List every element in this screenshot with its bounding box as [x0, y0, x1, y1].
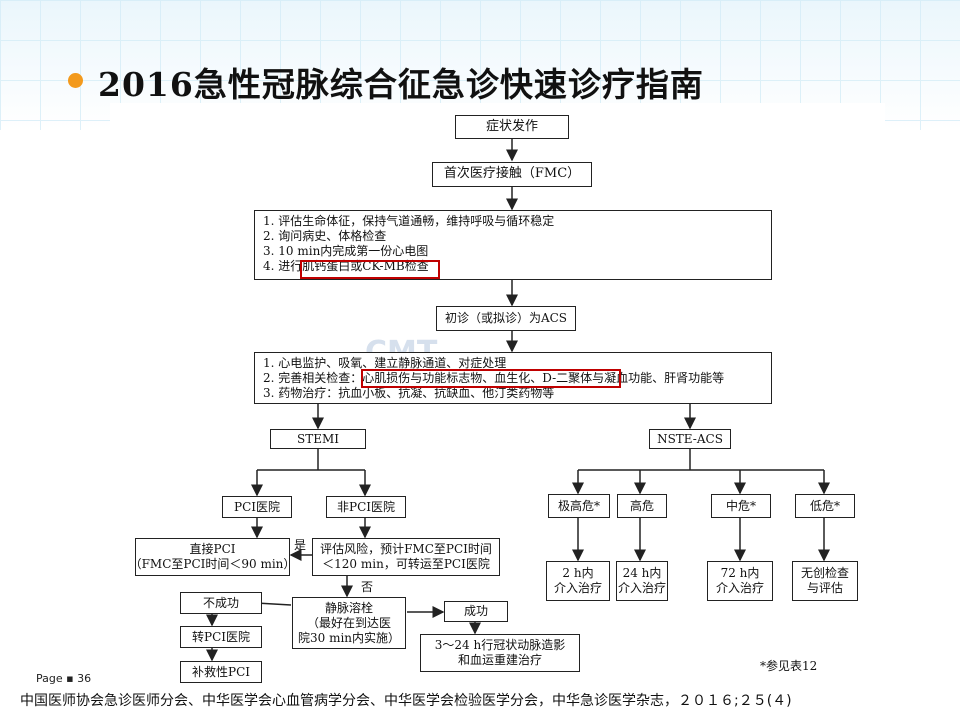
assess-step-1: 1. 评估生命体征，保持气道通畅，维持呼吸与循环稳定 — [263, 214, 555, 228]
non-pci-hospital-box: 非PCI医院 — [326, 496, 406, 518]
action-high-box: 24 h内 介入治疗 — [616, 561, 668, 601]
risk-low-box: 低危* — [795, 494, 855, 518]
action-very-high-box: 2 h内 介入治疗 — [546, 561, 610, 601]
direct-pci-box: 直接PCI （FMC至PCI时间＜90 min） — [130, 538, 295, 576]
rescue-pci-box: 补救性PCI — [180, 661, 262, 683]
onset-box: 症状发作 — [455, 115, 569, 139]
late-angiography-line-1: 3～24 h行冠状动脉造影 — [434, 638, 566, 652]
highlight-frame-troponin — [300, 260, 440, 279]
manage-step-1: 1. 心电监护、吸氧、建立静脉通道、对症处理 — [263, 356, 507, 370]
risk-evaluation-line-1: 评估风险，预计FMC至PCI时间 — [320, 542, 492, 556]
late-angiography-line-2: 和血运重建治疗 — [457, 653, 542, 667]
bullet-dot-icon — [68, 73, 83, 88]
risk-medium-box: 中危* — [711, 494, 771, 518]
no-label: 否 — [361, 580, 374, 594]
management-box: 1. 心电监护、吸氧、建立静脉通道、对症处理 2. 完善相关检查：心肌损伤与功能… — [254, 352, 772, 404]
thrombolysis-note-1: （最好在到达医 — [306, 615, 391, 630]
risk-evaluation-line-2: ＜120 min，可转运至PCI医院 — [322, 557, 490, 571]
source-citation: 中国医师协会急诊医师分会、中华医学会心血管病学分会、中华医学会检验医学分会，中华… — [20, 693, 792, 709]
action-low-line-2: 与评估 — [806, 581, 843, 595]
action-low-box: 无创检查 与评估 — [792, 561, 858, 601]
fmc-box: 首次医疗接触（FMC） — [432, 162, 592, 187]
failure-box: 不成功 — [180, 592, 262, 614]
initial-assessment-box: 1. 评估生命体征，保持气道通畅，维持呼吸与循环稳定 2. 询问病史、体格检查 … — [254, 210, 772, 280]
assess-step-3: 3. 10 min内完成第一份心电图 — [263, 244, 429, 258]
highlight-frame-markers — [361, 369, 621, 388]
risk-evaluation-box: 评估风险，预计FMC至PCI时间 ＜120 min，可转运至PCI医院 — [312, 538, 500, 576]
late-angiography-box: 3～24 h行冠状动脉造影 和血运重建治疗 — [420, 634, 580, 672]
action-medium-time: 72 h内 — [720, 566, 760, 580]
thrombolysis-note-2: 院30 min内实施） — [297, 630, 401, 645]
table-footnote: *参见表12 — [760, 659, 818, 673]
action-high-time: 24 h内 — [622, 566, 662, 580]
manage-step-2: 2. 完善相关检查：心肌损伤与功能标志物、血生化、D-二聚体与凝血功能、肝肾功能… — [263, 371, 725, 385]
direct-pci-title: 直接PCI — [189, 542, 236, 556]
action-high-text: 介入治疗 — [617, 581, 666, 595]
nste-acs-box: NSTE-ACS — [649, 429, 731, 449]
assess-step-2: 2. 询问病史、体格检查 — [263, 229, 387, 243]
thrombolysis-title: 静脉溶栓 — [324, 600, 373, 615]
manage-step-3: 3. 药物治疗：抗血小板、抗凝、抗缺血、他汀类药物等 — [263, 386, 555, 400]
action-medium-box: 72 h内 介入治疗 — [707, 561, 773, 601]
risk-high-box: 高危 — [617, 494, 667, 518]
manage-step-2-highlight: 心肌损伤与功能标志物、血生化、D-二聚体 — [362, 371, 593, 385]
page-number: Page ▪ 36 — [36, 672, 92, 685]
thrombolysis-box: 静脉溶栓 （最好在到达医 院30 min内实施） — [292, 597, 406, 649]
risk-very-high-box: 极高危* — [548, 494, 610, 518]
direct-pci-time: （FMC至PCI时间＜90 min） — [129, 557, 296, 571]
transfer-pci-box: 转PCI医院 — [180, 626, 262, 648]
assess-step-4: 4. 进行肌钙蛋白或CK-MB检查 — [263, 259, 429, 273]
pci-hospital-box: PCI医院 — [222, 496, 292, 518]
assess-step-4-highlight: 肌钙蛋白或CK-MB检查 — [302, 259, 429, 273]
action-medium-text: 介入治疗 — [715, 581, 764, 595]
action-very-high-time: 2 h内 — [562, 566, 594, 580]
slide-title: 2016急性冠脉综合征急诊快速诊疗指南 — [98, 65, 704, 104]
success-box: 成功 — [444, 601, 508, 622]
yes-label: 是 — [294, 538, 307, 552]
stemi-box: STEMI — [270, 429, 366, 449]
initial-diagnosis-box: 初诊（或拟诊）为ACS — [436, 306, 576, 331]
action-low-line-1: 无创检查 — [800, 566, 849, 580]
action-very-high-text: 介入治疗 — [553, 581, 602, 595]
